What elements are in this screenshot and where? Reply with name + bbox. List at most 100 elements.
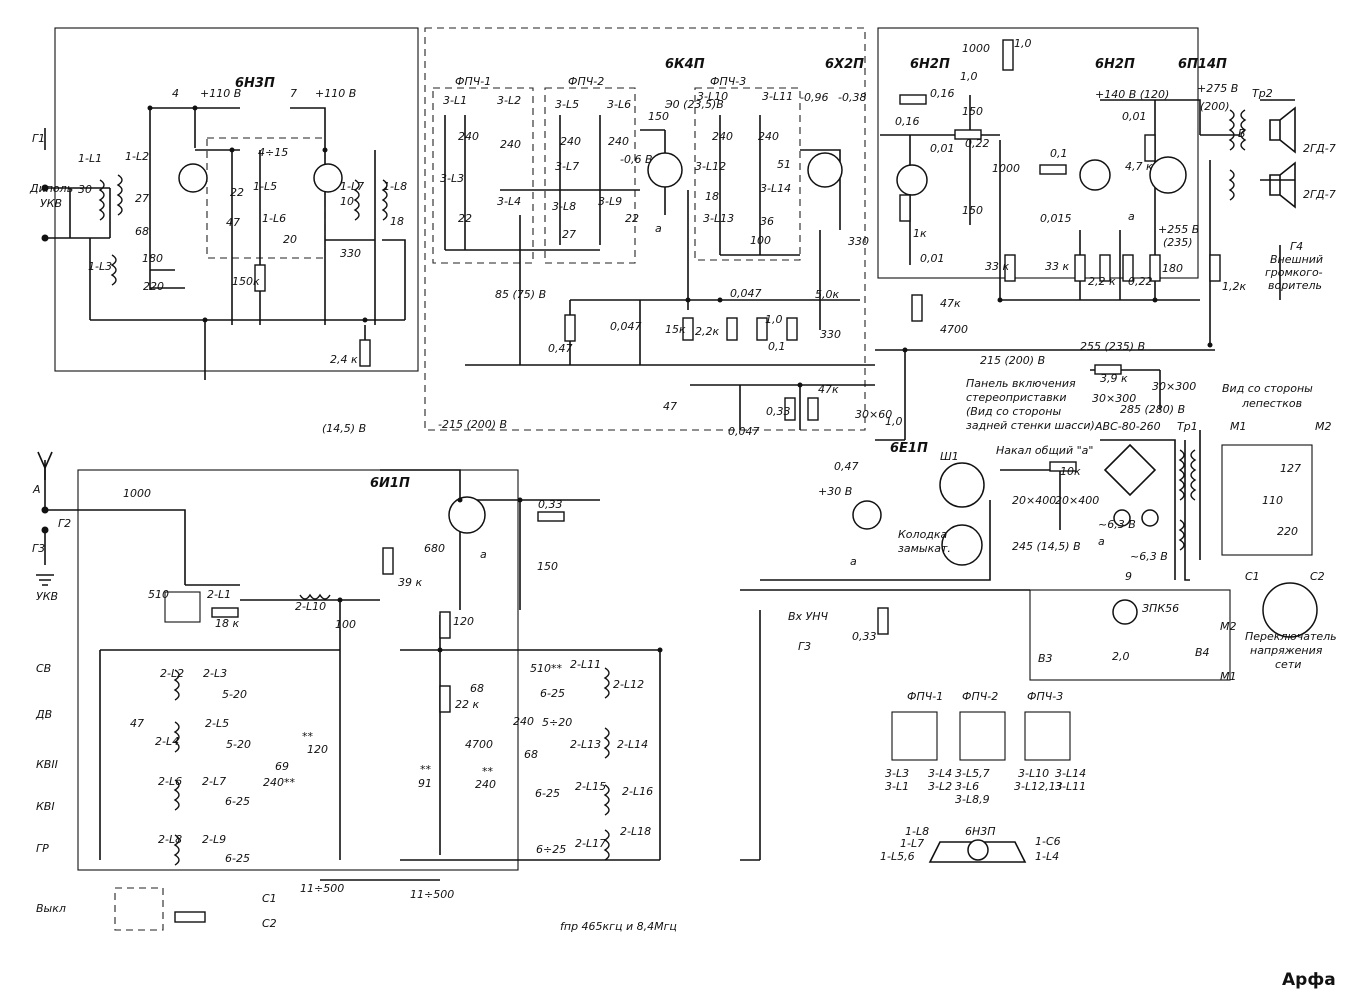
component-label: 3-L11 [762, 90, 793, 103]
tube-label: 6И1П [370, 476, 410, 491]
component-label: 120 [307, 743, 328, 756]
component-label: 3-L9 [598, 195, 622, 208]
component-label: 1-L1 [78, 152, 102, 165]
component-label: ~6,3 В [1098, 518, 1136, 531]
component-label: 2-L3 [203, 667, 227, 680]
component-label: 0,015 [1040, 212, 1072, 225]
component-label: 0,047 [610, 320, 642, 333]
component-label: 3,9 к [1100, 372, 1128, 385]
fpch3-frame [694, 87, 801, 261]
tube-6x2p-icon [807, 152, 843, 188]
component-label: 510 [148, 588, 169, 601]
component-label: 3-L12 [695, 160, 726, 173]
component-label: ** [302, 730, 314, 743]
resistor-icon [439, 685, 451, 713]
component-label: 1-L5 [253, 180, 277, 193]
resistor-icon [786, 317, 798, 341]
component-label: 3-L5 [555, 98, 579, 111]
component-label: +275 В [1197, 82, 1238, 95]
tube-6e1p-icon [852, 500, 882, 530]
tube-label: 6Е1П [890, 441, 928, 456]
band-label: ГР [36, 842, 49, 855]
component-label: 1-L2 [125, 150, 149, 163]
component-label: замыкат. [898, 542, 951, 555]
component-label: 2-L9 [202, 833, 226, 846]
component-label: 0,1 [1050, 147, 1068, 160]
component-label: 2-L17 [575, 837, 606, 850]
pilot-lamp-icon [1141, 509, 1159, 527]
component-label: 0,047 [730, 287, 762, 300]
component-label: 5÷20 [542, 716, 572, 729]
component-label: 33 к [1045, 260, 1069, 273]
component-label: Тр2 [1252, 87, 1273, 100]
component-label: ФПЧ-2 [962, 690, 998, 703]
component-label: 39 к [398, 576, 422, 589]
component-label: 4÷15 [258, 146, 288, 159]
component-label: 220 [1277, 525, 1298, 538]
component-label: 85 (75) В [495, 288, 546, 301]
component-label: 2-L13 [570, 738, 601, 751]
component-label: 240 [758, 130, 779, 143]
component-label: 0,16 [895, 115, 920, 128]
tube-6n3p-b-icon [313, 163, 343, 193]
tube-6k4p-icon [647, 152, 683, 188]
component-label: 150 [537, 560, 558, 573]
band-label: УКВ [36, 590, 58, 603]
component-label: 3-L3 [885, 767, 909, 780]
component-label: 240 [608, 135, 629, 148]
component-label: 150к [232, 275, 260, 288]
component-label: 22 [458, 212, 472, 225]
component-label: 10 [340, 195, 354, 208]
component-label: 3-L3 [440, 172, 464, 185]
component-label: 20 [283, 233, 297, 246]
component-label: Вид со стороны [1222, 382, 1313, 395]
component-label: (Вид со стороны [966, 405, 1061, 418]
component-label: Накал общий "а" [996, 444, 1093, 457]
tube-socket-view [928, 841, 1027, 863]
component-label: 240 [475, 778, 496, 791]
component-label: 47к [940, 297, 961, 310]
component-label: В [1238, 127, 1246, 140]
component-label: Г4 [1290, 240, 1303, 253]
component-label: 240 [560, 135, 581, 148]
component-label: Тр1 [1177, 420, 1198, 433]
filter-label: ФПЧ-1 [455, 75, 491, 88]
component-label: а [655, 222, 662, 235]
component-label: 1,0 [960, 70, 978, 83]
component-label: 11÷500 [300, 882, 344, 895]
component-label: Колодка [898, 528, 948, 541]
filter-label: ФПЧ-2 [568, 75, 604, 88]
component-label: 9 [1125, 570, 1132, 583]
speaker-icon [1269, 106, 1296, 154]
component-label: 2-L7 [202, 775, 226, 788]
resistor-icon [1039, 164, 1067, 175]
component-label: 6-25 [225, 795, 250, 808]
resistor-icon [1074, 254, 1086, 282]
component-label: 330 [820, 328, 841, 341]
component-label: +110 В [200, 87, 241, 100]
component-label: 1-L6 [262, 212, 286, 225]
component-label: 3-L1 [443, 94, 467, 107]
fpch2-frame [544, 87, 636, 264]
component-label: 1-L3 [88, 260, 112, 273]
tube-label: 6Н2П [910, 57, 950, 72]
component-label: 2-L8 [158, 833, 182, 846]
component-label: 1,0 [765, 313, 783, 326]
component-label: ** [482, 765, 494, 778]
component-label: 0,22 [965, 137, 990, 150]
component-label: М1 [1220, 670, 1237, 683]
component-label: 330 [340, 247, 361, 260]
component-label: 4 [172, 87, 179, 100]
component-label: Г1 [32, 132, 45, 145]
component-label: 2-L1 [207, 588, 231, 601]
component-label: 3-L7 [555, 160, 579, 173]
component-label: 0,33 [852, 630, 877, 643]
component-label: 47 [130, 717, 144, 730]
am-block-frame [77, 469, 519, 871]
component-label: 3-L10 [697, 90, 728, 103]
component-label: 22 [625, 212, 639, 225]
component-label: 36 [760, 215, 774, 228]
component-label: 2,0 [1112, 650, 1130, 663]
